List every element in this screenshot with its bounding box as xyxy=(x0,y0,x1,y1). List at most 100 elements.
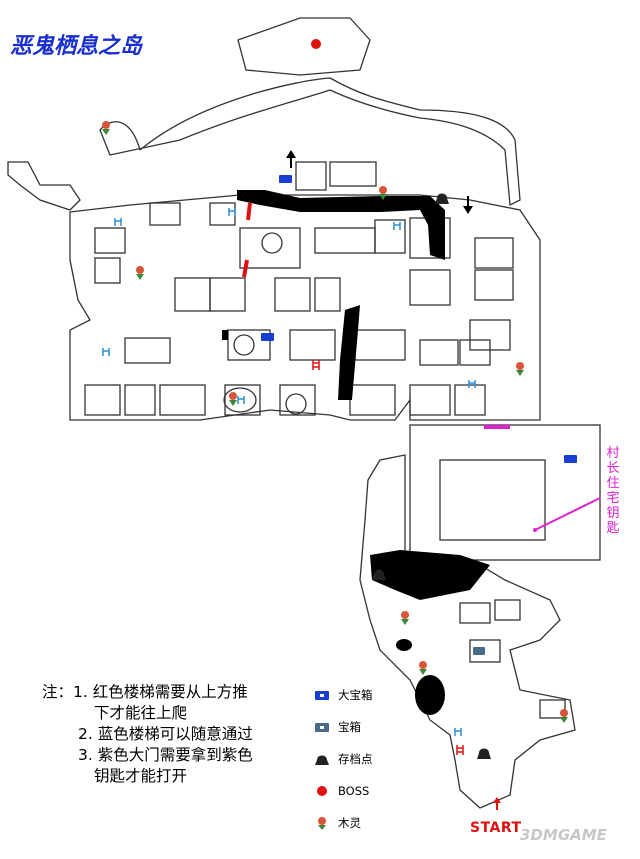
spirit-icon xyxy=(318,817,326,830)
map-building xyxy=(459,339,491,366)
spirit-icon xyxy=(229,392,237,406)
map-building xyxy=(374,219,406,254)
blue-ladder-icon xyxy=(102,348,110,356)
map-boat-area xyxy=(237,17,371,76)
map-building xyxy=(459,602,491,624)
map-building xyxy=(174,277,211,312)
chest-icon xyxy=(315,723,329,732)
map-round-feature xyxy=(233,334,255,356)
blue-ladder-icon xyxy=(454,728,462,736)
legend-label: 木灵 xyxy=(338,816,361,830)
map-blocked-area xyxy=(237,190,445,260)
note-line: 下才能往上爬 xyxy=(94,704,188,722)
map-building xyxy=(494,599,521,621)
spirit-icon xyxy=(401,611,409,625)
map-building xyxy=(239,227,301,269)
big-chest-icon xyxy=(261,333,274,341)
map-building xyxy=(94,257,121,284)
blue-ladder-icon xyxy=(237,396,245,404)
start-label: START xyxy=(470,820,522,836)
blue-ladder-icon xyxy=(114,218,122,226)
map-round-feature xyxy=(223,387,257,413)
spirit-icon xyxy=(379,186,387,200)
map-building xyxy=(314,227,376,254)
red-stairs xyxy=(246,202,252,221)
save-point-icon xyxy=(315,755,329,765)
map-building xyxy=(409,384,451,416)
notes-block: 注：1. 红色楼梯需要从上方推 下才能往上爬 2. 蓝色楼梯可以随意通过 3. … xyxy=(42,682,253,787)
note-line: 钥匙才能打开 xyxy=(94,767,188,785)
save-point-icon xyxy=(372,569,386,580)
map-building xyxy=(539,699,566,719)
map-building xyxy=(314,277,341,312)
watermark: 3DMGAME xyxy=(520,826,607,844)
purple-key-dot xyxy=(533,528,537,532)
spirit-icon xyxy=(102,121,110,135)
spirit-icon xyxy=(136,266,144,280)
map-village-outline xyxy=(69,194,541,421)
map-building xyxy=(209,202,236,226)
chest-icon xyxy=(473,647,485,655)
save-point-icon xyxy=(477,748,491,759)
note-line: 注：1. 红色楼梯需要从上方推 xyxy=(42,683,248,701)
map-building xyxy=(149,202,181,226)
legend-row: BOSS xyxy=(314,779,373,803)
map-building xyxy=(279,384,316,416)
map-path-west xyxy=(7,161,81,211)
big-chest-icon xyxy=(279,175,292,183)
map-blocked-area xyxy=(338,305,360,400)
legend-row: 宝箱 xyxy=(314,715,373,739)
map-building xyxy=(224,384,261,416)
blue-ladder-icon xyxy=(468,380,476,388)
spirit-icon xyxy=(516,362,524,376)
map-building xyxy=(354,329,406,361)
blue-ladder-icon xyxy=(228,208,236,216)
map-building xyxy=(349,384,396,416)
note-line: 3. 紫色大门需要拿到紫色 xyxy=(78,746,253,764)
map-blocked-area xyxy=(396,639,412,651)
map-blocked-area xyxy=(222,330,228,340)
boss-icon xyxy=(317,786,327,796)
red-ladder-icon xyxy=(456,745,464,755)
map-title: 恶鬼栖息之岛 xyxy=(10,34,143,59)
map-building xyxy=(419,339,459,366)
exit-arrow-down-icon xyxy=(463,196,473,214)
spirit-icon xyxy=(560,709,568,723)
big-chest-icon xyxy=(315,691,329,700)
spirit-icon xyxy=(419,661,427,675)
red-stairs xyxy=(242,259,249,278)
purple-key-pointer xyxy=(534,497,601,531)
map-building xyxy=(469,639,501,663)
map-building xyxy=(84,384,121,416)
map-building xyxy=(274,277,311,312)
map-building xyxy=(289,329,336,361)
map-building xyxy=(124,384,156,416)
big-chest-icon xyxy=(564,455,577,463)
map-round-feature xyxy=(285,393,307,415)
boss-icon xyxy=(311,39,321,49)
map-building xyxy=(454,384,486,416)
save-point-icon xyxy=(435,193,449,204)
map-building xyxy=(209,277,246,312)
legend-label: 大宝箱 xyxy=(338,688,373,702)
start-arrow-up-icon xyxy=(493,797,501,810)
exit-arrow-up-icon xyxy=(286,150,296,168)
map-building xyxy=(409,269,451,306)
legend-label: 宝箱 xyxy=(338,720,361,734)
chief-key-label: 村长住宅钥匙 xyxy=(606,446,620,536)
map-building xyxy=(159,384,206,416)
map-path-north xyxy=(99,77,521,207)
map-building xyxy=(94,227,126,254)
map-building xyxy=(329,161,377,187)
map-building xyxy=(124,337,171,364)
map-round-feature xyxy=(261,232,283,254)
legend-label: 存档点 xyxy=(338,752,373,766)
map-building xyxy=(227,329,271,361)
note-line: 2. 蓝色楼梯可以随意通过 xyxy=(78,725,253,743)
red-ladder-icon xyxy=(312,360,320,370)
legend-label: BOSS xyxy=(338,784,370,798)
legend-row: 存档点 xyxy=(314,747,373,771)
map-chief-house-inner xyxy=(439,459,546,541)
legend-row: 大宝箱 xyxy=(314,683,373,707)
map-building xyxy=(474,269,514,301)
